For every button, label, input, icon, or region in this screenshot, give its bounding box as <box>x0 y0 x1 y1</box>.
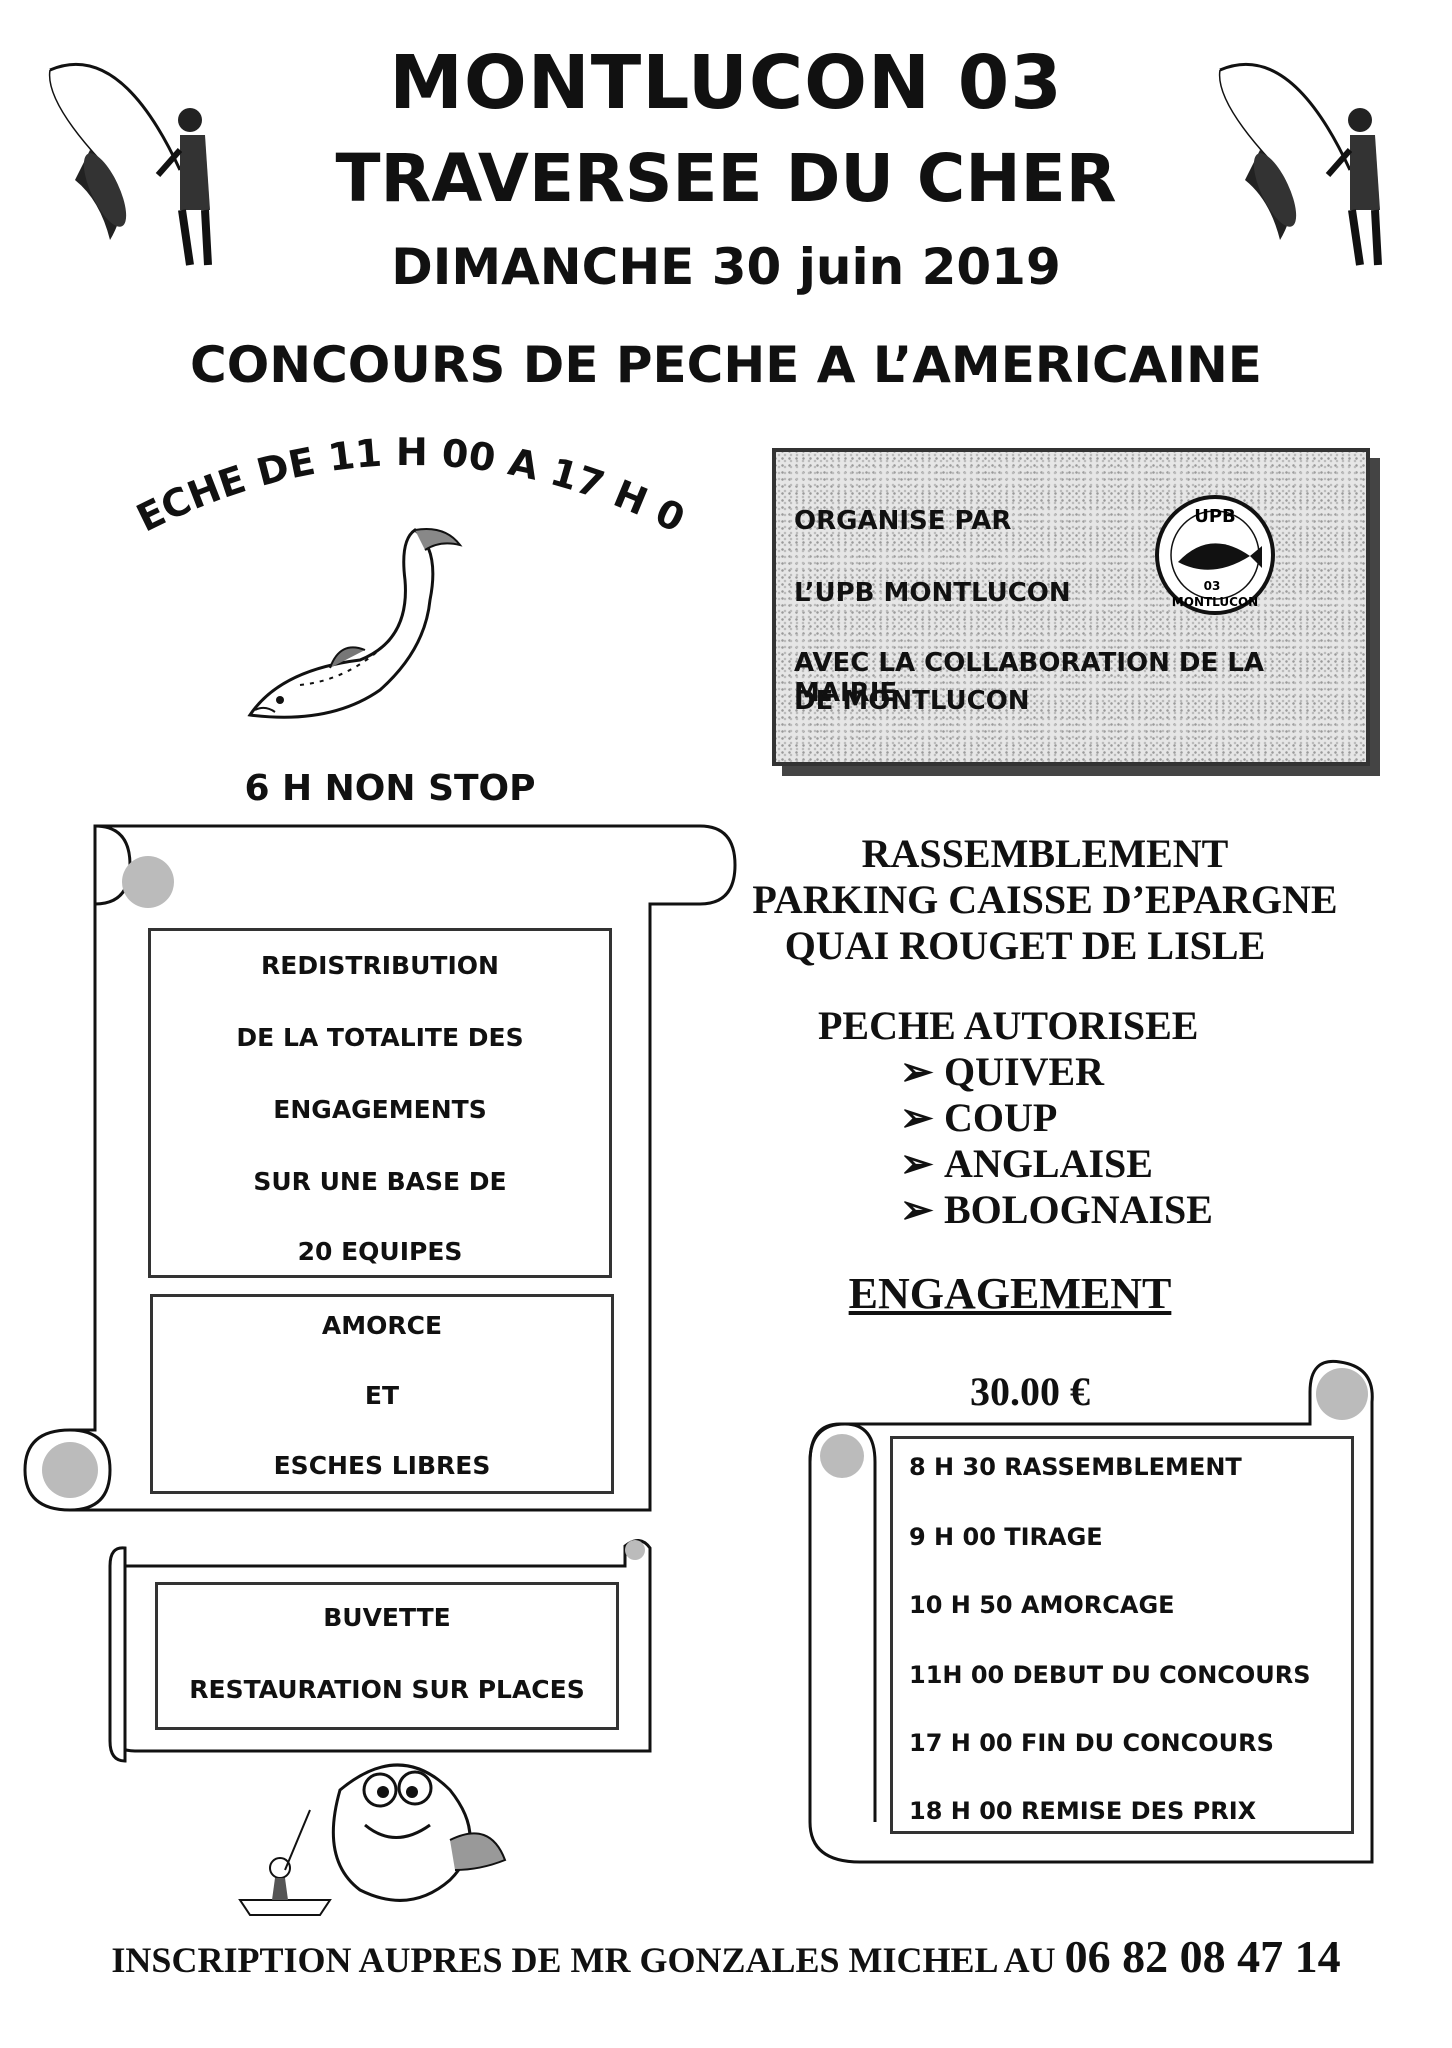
arrow-right-icon: ➢ <box>900 1095 934 1140</box>
duration-label: 6 H NON STOP <box>244 768 536 809</box>
event-date: DIMANCHE 30 juin 2019 <box>391 238 1061 296</box>
hours-banner: PECHE DE 11 H 00 A 17 H 00 <box>130 420 690 541</box>
engagement-price: 30.00 € <box>970 1369 1090 1414</box>
fisherman-left-icon <box>48 62 212 266</box>
schedule-item: 17 H 00 FIN DU CONCOURS <box>909 1729 1274 1757</box>
organizer-line-1: ORGANISE PAR <box>794 506 1012 536</box>
trout-icon <box>247 528 463 719</box>
redistribution-line: DE LA TOTALITE DES <box>236 1023 524 1052</box>
allowed-item: ➢QUIVER <box>900 1049 1105 1094</box>
redistribution-line: REDISTRIBUTION <box>261 951 499 980</box>
organizer-line-4: DE MONTLUCON <box>794 686 1030 716</box>
services-box: BUVETTE RESTAURATION SUR PLACES <box>155 1582 619 1730</box>
registration-footer: INSCRIPTION AUPRES DE MR GONZALES MICHEL… <box>0 1930 1452 1983</box>
allowed-item: ➢ANGLAISE <box>900 1141 1153 1186</box>
services-line: BUVETTE <box>323 1603 451 1632</box>
upb-logo-top-text: UPB <box>1194 506 1236 527</box>
schedule-item: 11H 00 DEBUT DU CONCOURS <box>909 1661 1311 1689</box>
schedule-item: 10 H 50 AMORCAGE <box>909 1591 1175 1619</box>
phone-number: 06 82 08 47 14 <box>1064 1931 1341 1982</box>
schedule-item: 8 H 30 RASSEMBLEMENT <box>909 1453 1242 1481</box>
arrow-right-icon: ➢ <box>900 1049 934 1094</box>
redistribution-line: SUR UNE BASE DE <box>253 1167 507 1196</box>
upb-logo-bottom-text: MONTLUCON <box>1172 595 1258 609</box>
schedule-item: 18 H 00 REMISE DES PRIX <box>909 1797 1257 1825</box>
allowed-item: ➢BOLOGNAISE <box>900 1187 1213 1232</box>
upb-logo: UPB 03 MONTLUCON <box>1155 495 1275 615</box>
gathering-line-2: PARKING CAISSE D’EPARGNE <box>752 877 1338 922</box>
redistribution-box: REDISTRIBUTION DE LA TOTALITE DES ENGAGE… <box>148 928 612 1278</box>
schedule-item: 9 H 00 TIRAGE <box>909 1523 1103 1551</box>
city-title: MONTLUCON 03 <box>389 40 1063 126</box>
gathering-line-3: QUAI ROUGET DE LISLE <box>784 923 1266 968</box>
allowed-title: PECHE AUTORISEE <box>818 1003 1199 1048</box>
event-title: TRAVERSEE DU CHER <box>335 140 1117 217</box>
arrow-right-icon: ➢ <box>900 1141 934 1186</box>
organizer-line-3: AVEC LA COLLABORATION DE LA MAIRIE <box>794 648 1265 708</box>
bait-line: AMORCE <box>321 1311 443 1340</box>
gathering-line-1: RASSEMBLEMENT <box>861 831 1229 876</box>
upb-logo-number: 03 <box>1204 579 1221 593</box>
bait-line: ESCHES LIBRES <box>273 1451 491 1480</box>
organizer-line-2: L’UPB MONTLUCON <box>794 578 1071 608</box>
bait-line: ET <box>364 1381 400 1410</box>
competition-title: CONCOURS DE PECHE A L’AMERICAINE <box>190 336 1262 394</box>
allowed-item: ➢COUP <box>900 1095 1058 1140</box>
bait-box: AMORCE ET ESCHES LIBRES <box>150 1294 614 1494</box>
organizer-plaque: ORGANISE PAR L’UPB MONTLUCON AVEC LA COL… <box>772 448 1370 766</box>
fisherman-right-icon <box>1218 62 1382 266</box>
schedule-box: 8 H 30 RASSEMBLEMENT 9 H 00 TIRAGE 10 H … <box>890 1436 1354 1834</box>
redistribution-line: 20 EQUIPES <box>297 1237 463 1266</box>
services-line: RESTAURATION SUR PLACES <box>189 1675 585 1704</box>
cartoon-fish-icon <box>238 1763 507 1916</box>
registration-text: INSCRIPTION AUPRES DE MR GONZALES MICHEL… <box>111 1940 1056 1980</box>
arrow-right-icon: ➢ <box>900 1187 934 1232</box>
redistribution-line: ENGAGEMENTS <box>273 1095 487 1124</box>
engagement-title: ENGAGEMENT <box>848 1269 1172 1318</box>
